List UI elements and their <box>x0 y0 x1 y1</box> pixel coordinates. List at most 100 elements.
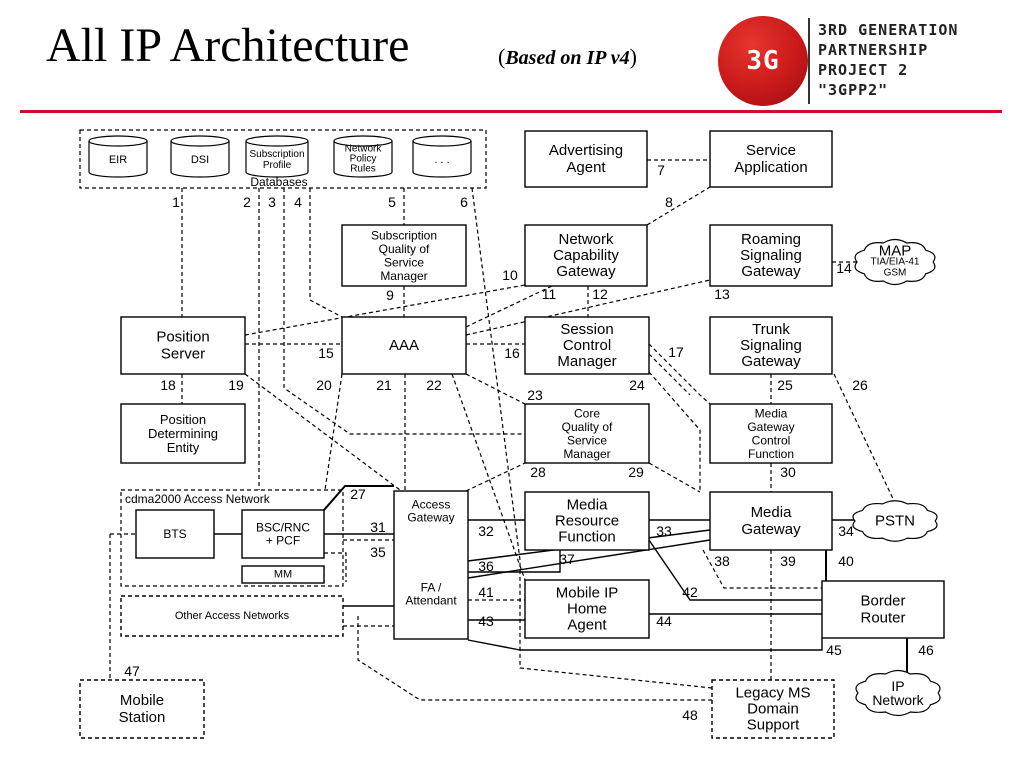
media-gateway-label: Media <box>751 504 793 521</box>
service-application-label: Service <box>746 142 796 159</box>
mobile-station-label: Mobile <box>120 692 164 709</box>
other-access-networks-box <box>120 595 344 637</box>
interface-label: 44 <box>656 613 672 629</box>
roaming-signaling-gateway-label: Gateway <box>741 263 801 280</box>
media-gateway-control-function-box <box>709 403 833 464</box>
interface-label: 48 <box>682 707 698 723</box>
interface-label: 8 <box>665 194 673 210</box>
subscription-qos-manager-label: Subscription <box>371 228 437 242</box>
core-qos-manager-label: Core <box>574 406 600 420</box>
mobile-station-box <box>79 679 205 739</box>
network-capability-gateway-label: Capability <box>553 247 619 264</box>
3gpp2-logo-mark: 3G <box>746 46 780 76</box>
subscription-qos-manager-box <box>341 224 467 287</box>
roaming-signaling-gateway-box <box>709 224 833 287</box>
interface-label: 40 <box>838 553 854 569</box>
interface-label: 34 <box>838 523 854 539</box>
solid-interface-line <box>323 485 394 511</box>
database-network-policy-rules-label: Network <box>345 144 383 155</box>
core-qos-manager-box <box>524 403 650 464</box>
databases-container <box>79 129 487 189</box>
dashed-interface-line <box>465 373 526 405</box>
interface-label: 7 <box>657 162 665 178</box>
database-cylinder-top <box>245 135 309 147</box>
media-gateway-control-function-label: Function <box>748 447 794 461</box>
database-network-policy-rules-label: Policy <box>350 154 377 165</box>
interface-label: 36 <box>478 558 494 574</box>
database-cylinder <box>245 141 309 178</box>
dashed-interface-line <box>309 188 343 318</box>
cdma2000-access-network-container <box>120 489 344 587</box>
solid-interface-line <box>467 638 823 651</box>
interface-label: 29 <box>628 464 644 480</box>
interface-label: 3 <box>268 194 276 210</box>
interface-label: 31 <box>370 519 386 535</box>
interface-label: 32 <box>478 523 494 539</box>
bts-box <box>135 509 215 559</box>
advertising-agent-label: Advertising <box>549 142 623 159</box>
session-control-manager-label: Control <box>563 337 611 354</box>
map-label: MAP <box>879 243 912 260</box>
interface-label: 25 <box>777 377 793 393</box>
database-cylinder-top <box>88 135 148 147</box>
interface-label: 21 <box>376 377 392 393</box>
database-dsi-label: DSI <box>191 154 209 166</box>
border-router-label: Router <box>860 610 905 627</box>
trunk-signaling-gateway-label: Trunk <box>752 321 790 338</box>
legacy-ms-domain-support-label: Domain <box>747 701 799 718</box>
logo-divider <box>808 18 810 104</box>
cdma2000-access-network-caption: cdma2000 Access Network <box>125 492 271 506</box>
database-subscription-profile-label: Profile <box>263 160 292 171</box>
trunk-signaling-gateway-label: Gateway <box>741 353 801 370</box>
dashed-interface-line <box>648 353 691 396</box>
dashed-interface-line <box>471 187 713 689</box>
interface-label: 16 <box>504 345 520 361</box>
interface-label: 2 <box>243 194 251 210</box>
database-more-label: . . . <box>434 154 449 166</box>
interface-label: 15 <box>318 345 334 361</box>
logo-line: "3GPP2" <box>818 81 889 99</box>
dashed-interface-line <box>283 188 525 435</box>
subscription-qos-manager-label: Service <box>384 255 424 269</box>
interface-label: 13 <box>714 286 730 302</box>
core-qos-manager-label: Service <box>567 433 607 447</box>
network-capability-gateway-label: Network <box>558 231 614 248</box>
subscription-qos-manager-label: Quality of <box>379 242 430 256</box>
dashed-interface-line <box>648 462 701 493</box>
interface-label: 27 <box>350 486 366 502</box>
dashed-interface-line <box>702 549 822 589</box>
interface-label: 37 <box>559 551 575 567</box>
network-capability-gateway-label: Gateway <box>556 263 616 280</box>
fa-attendant-label: Attendant <box>405 594 457 608</box>
roaming-signaling-gateway-label: Signaling <box>740 247 802 264</box>
dashed-interface-line <box>646 186 711 226</box>
logo-line: PARTNERSHIP <box>818 41 929 59</box>
title-rule <box>20 110 1002 113</box>
dashed-interface-line <box>244 373 401 491</box>
roaming-signaling-gateway-label: Roaming <box>741 231 801 248</box>
trunk-signaling-gateway-box <box>709 316 833 375</box>
media-gateway-control-function-label: Control <box>752 433 791 447</box>
media-gateway-control-function-label: Media <box>755 406 788 420</box>
subtitle-text: Based on IP v4 <box>505 47 630 69</box>
map-label: GSM <box>884 268 907 279</box>
interface-label: 46 <box>918 642 934 658</box>
interface-label: 23 <box>527 387 543 403</box>
database-cylinder <box>170 141 230 178</box>
ip-network-label: Network <box>872 692 924 708</box>
interface-label: 41 <box>478 584 494 600</box>
service-application-label: Application <box>734 159 807 176</box>
bts-label: BTS <box>163 527 186 541</box>
3gpp2-logo-circle <box>718 16 808 106</box>
access-gateway-label: Gateway <box>407 511 454 525</box>
ip-network-cloud <box>855 669 941 717</box>
position-server-label: Server <box>161 346 205 363</box>
interface-label: 10 <box>502 267 518 283</box>
database-eir-label: EIR <box>109 154 127 166</box>
database-cylinder <box>412 141 472 178</box>
dashed-interface-line <box>357 616 712 701</box>
database-network-policy-rules-label: Rules <box>350 164 376 175</box>
map-label: TIA/EIA-41 <box>871 257 920 268</box>
access-gateway-label: Access <box>412 498 451 512</box>
